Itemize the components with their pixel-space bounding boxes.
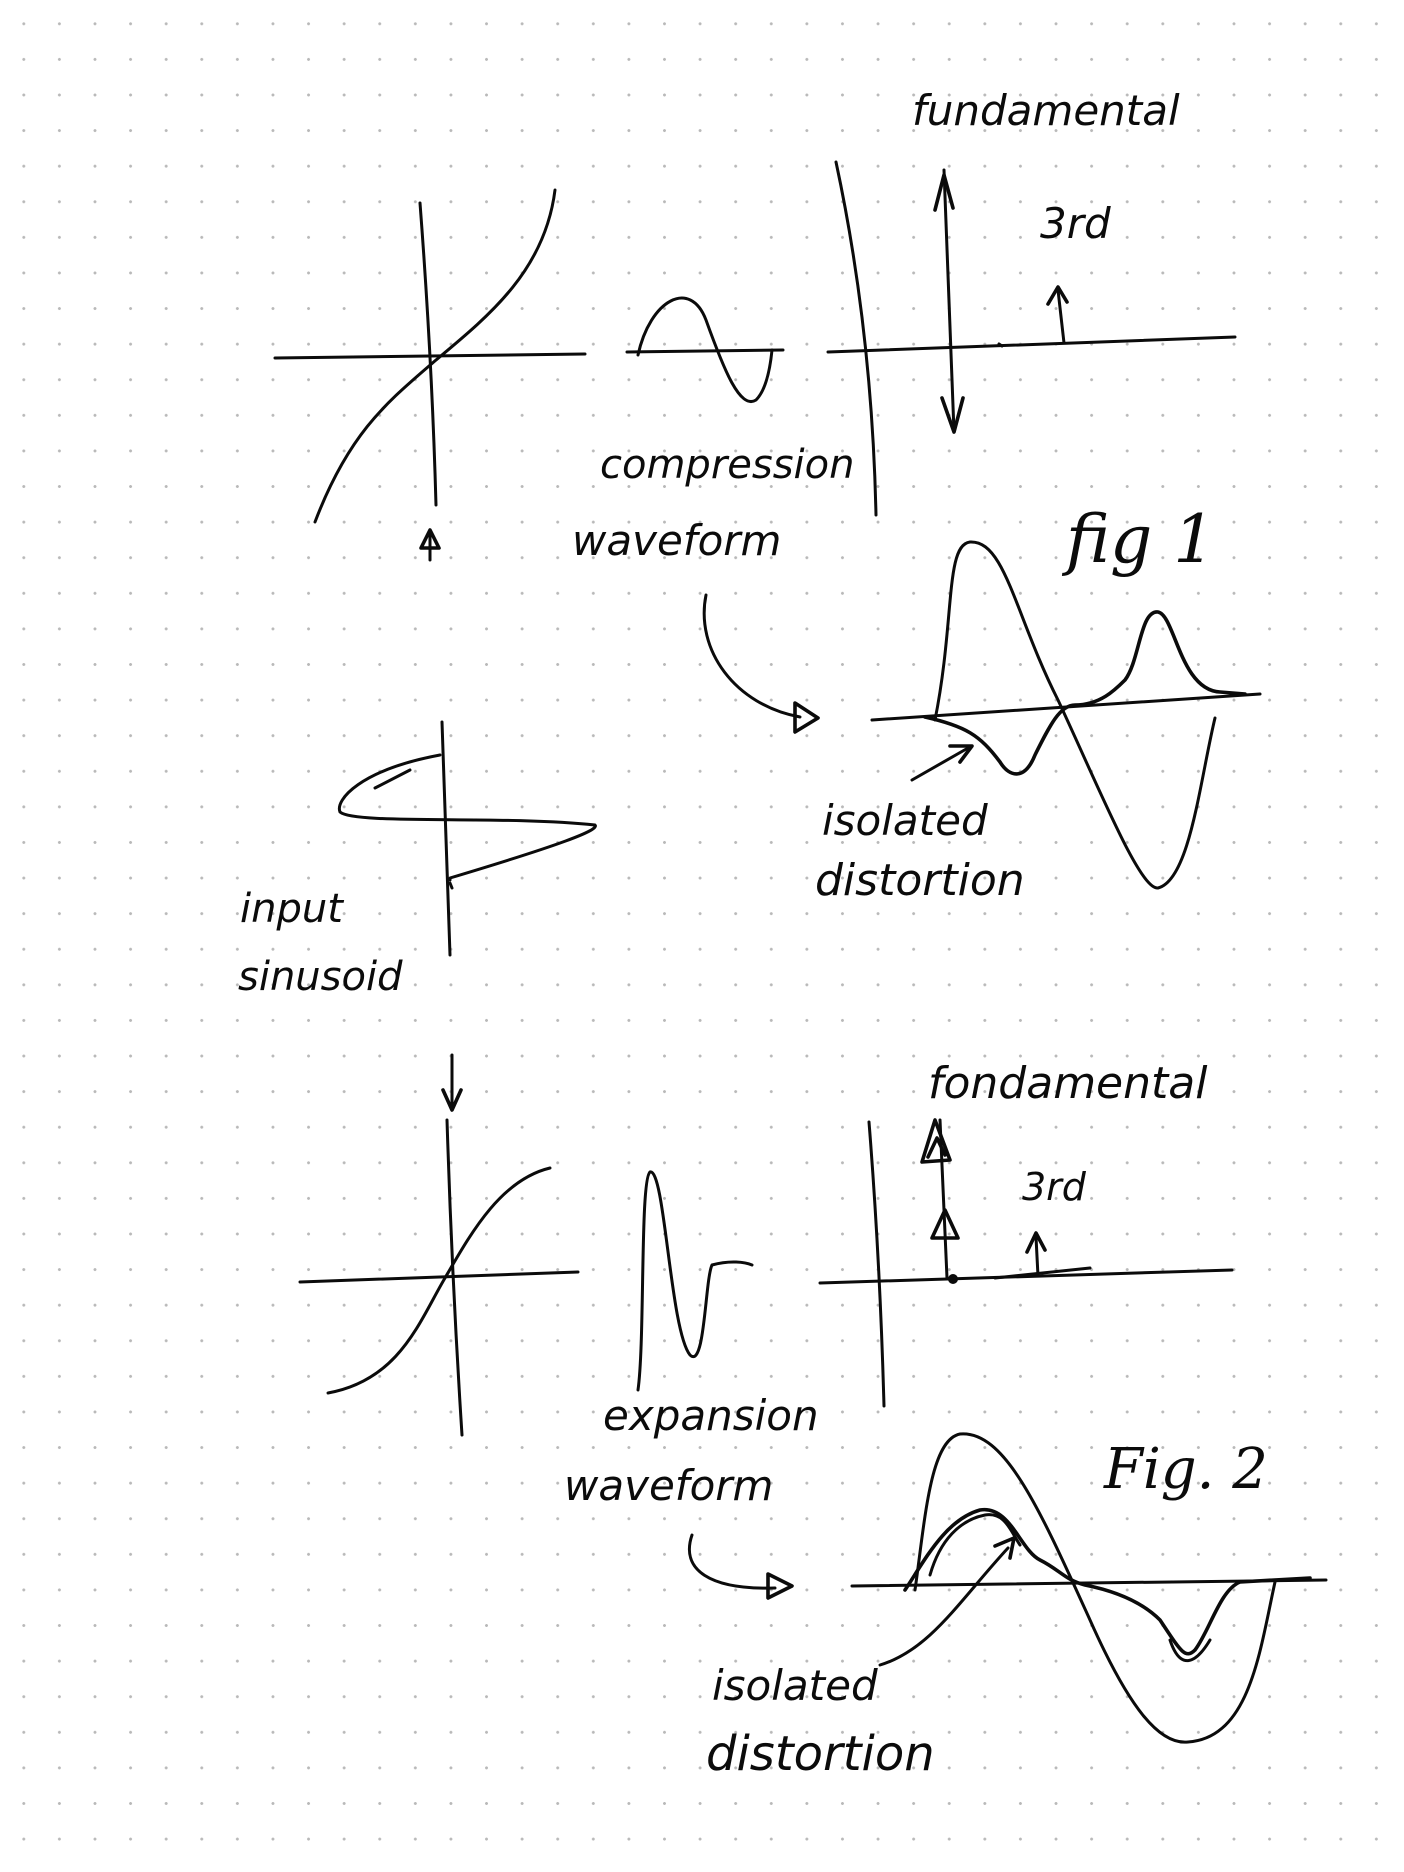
fig2-pointer-arrow: [687, 1533, 794, 1600]
right-arrow-icon: [793, 701, 820, 734]
fig1-fundamental-label: fundamental: [912, 86, 1180, 135]
fig2-distortion-pointer-arrow-icon: [993, 1536, 1016, 1560]
fig2-spectrum: fondamental 3rd: [818, 1058, 1234, 1408]
fig1-waveform: [636, 296, 774, 403]
fig1-third-harmonic-arrow-icon: [1046, 285, 1069, 306]
fig1-distortion-pointer-arrow-icon: [948, 744, 974, 764]
fig2-sine-wave: [913, 1432, 1277, 1744]
fig1-third-label: 3rd: [1040, 199, 1111, 248]
fig2-waveform: [636, 1170, 754, 1392]
input-sinusoid: [337, 753, 597, 882]
input-label-line1: input: [240, 886, 344, 932]
fig1-fundamental-up-arrow-icon: [933, 173, 955, 212]
fig2-third-label: 3rd: [1022, 1165, 1087, 1209]
fig1-third-harmonic-line: [1056, 288, 1066, 345]
fig1-waveform-axis: [625, 348, 785, 354]
fig1-distortion-plot: [870, 540, 1262, 890]
fig2-fundamental-label: fondamental: [928, 1058, 1208, 1109]
input-sinusoid-plot: [337, 720, 597, 957]
fig1-transfer-y-axis: [418, 201, 438, 507]
fig1-waveform-label: waveform: [572, 516, 781, 565]
fig2-distortion-plot: [850, 1432, 1328, 1744]
fig1-fundamental-down-arrow-icon: [940, 396, 965, 434]
fig2-third-harmonic-line: [1034, 1235, 1040, 1278]
fig2-waveform-label: waveform: [564, 1461, 773, 1510]
fig2-transfer-x-axis: [298, 1270, 580, 1284]
down-arrow-icon: [441, 1088, 463, 1112]
fig1-pointer-arrow: [702, 593, 820, 734]
fig1-sine-wave: [933, 540, 1217, 890]
fig1-input-arrow: [419, 528, 441, 562]
fig2-spectrum-x-axis: [818, 1268, 1234, 1285]
fig1-output-waveform: [625, 296, 785, 403]
fig2-fundamental-dot: [948, 1274, 958, 1284]
fig2-distortion-label-line2: distortion: [706, 1726, 935, 1782]
fig2-distortion-pointer: [878, 1546, 1010, 1667]
fig1-compression-curve: [313, 188, 557, 524]
right-arrow-icon: [766, 1572, 794, 1600]
fig2-distortion-label-line1: isolated: [712, 1661, 878, 1710]
fig1-isolated-distortion-curve: [923, 610, 1247, 776]
fig2-transfer-curve: [298, 1118, 580, 1437]
fig2-spectrum-y-axis: [867, 1120, 886, 1408]
fig1-caption: fig 1: [1061, 501, 1215, 578]
fig1-distortion-pointer: [910, 746, 970, 782]
fig2-isolated-distortion-curve: [903, 1508, 1312, 1656]
fig1-transfer-curve: [273, 188, 587, 524]
fig1-compression-label: compression: [600, 442, 855, 488]
fig2-expansion-curve: [326, 1166, 552, 1395]
fig1-spectrum-y-axis: [834, 160, 878, 517]
fig2-fundamental-arrow-icon: [920, 1118, 952, 1164]
fig2-third-harmonic-arrow-icon: [1025, 1231, 1047, 1254]
fig2-caption: Fig. 2: [1103, 1437, 1268, 1502]
fig2-transfer-y-axis: [445, 1118, 464, 1437]
up-arrow-icon: [419, 528, 441, 550]
fig1-spectrum-x-axis: [826, 335, 1237, 354]
fig1-distortion-label-line2: distortion: [815, 855, 1025, 906]
fig2-expansion-label: expansion: [603, 1391, 819, 1440]
fig2-fundamental-mid-arrow-icon: [930, 1208, 960, 1240]
fig2-output-waveform: [636, 1170, 754, 1392]
fig2-input-arrow: [441, 1053, 463, 1112]
fig1-fundamental-line: [942, 168, 956, 434]
input-label-line2: sinusoid: [238, 954, 403, 1000]
input-time-axis: [440, 720, 452, 957]
fig1-spectrum: fundamental 3rd: [826, 86, 1237, 517]
fig1-distortion-label-line1: isolated: [822, 796, 988, 845]
